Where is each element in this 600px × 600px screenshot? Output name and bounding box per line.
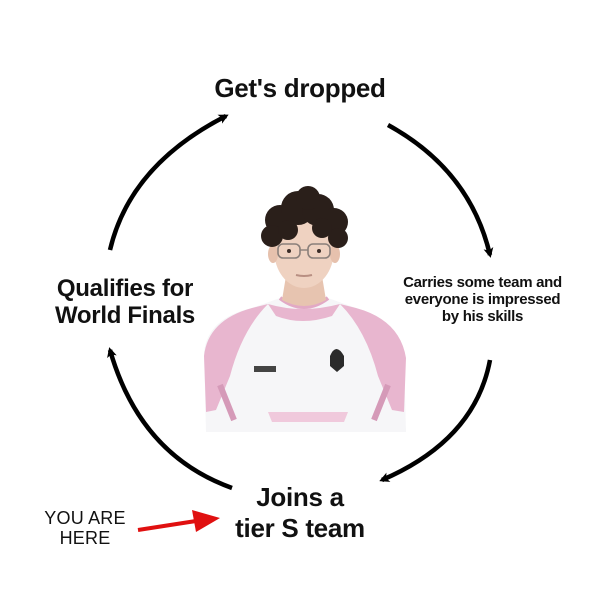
arrow-bottom-to-left <box>107 347 233 491</box>
arrow-top-to-right <box>386 123 494 258</box>
arrow-right-to-bottom <box>379 359 493 483</box>
node-get-dropped: Get's dropped <box>214 73 386 103</box>
node-qualifies-world-finals: Qualifies for World Finals <box>55 275 195 329</box>
node-joins-tier-s-team: Joins a tier S team <box>235 482 365 543</box>
you-are-here-label: YOU ARE HERE <box>44 508 126 548</box>
player-photo <box>204 186 406 432</box>
node-carries-team: Carries some team and everyone is impres… <box>403 274 562 325</box>
arrow-left-to-top <box>107 113 229 251</box>
